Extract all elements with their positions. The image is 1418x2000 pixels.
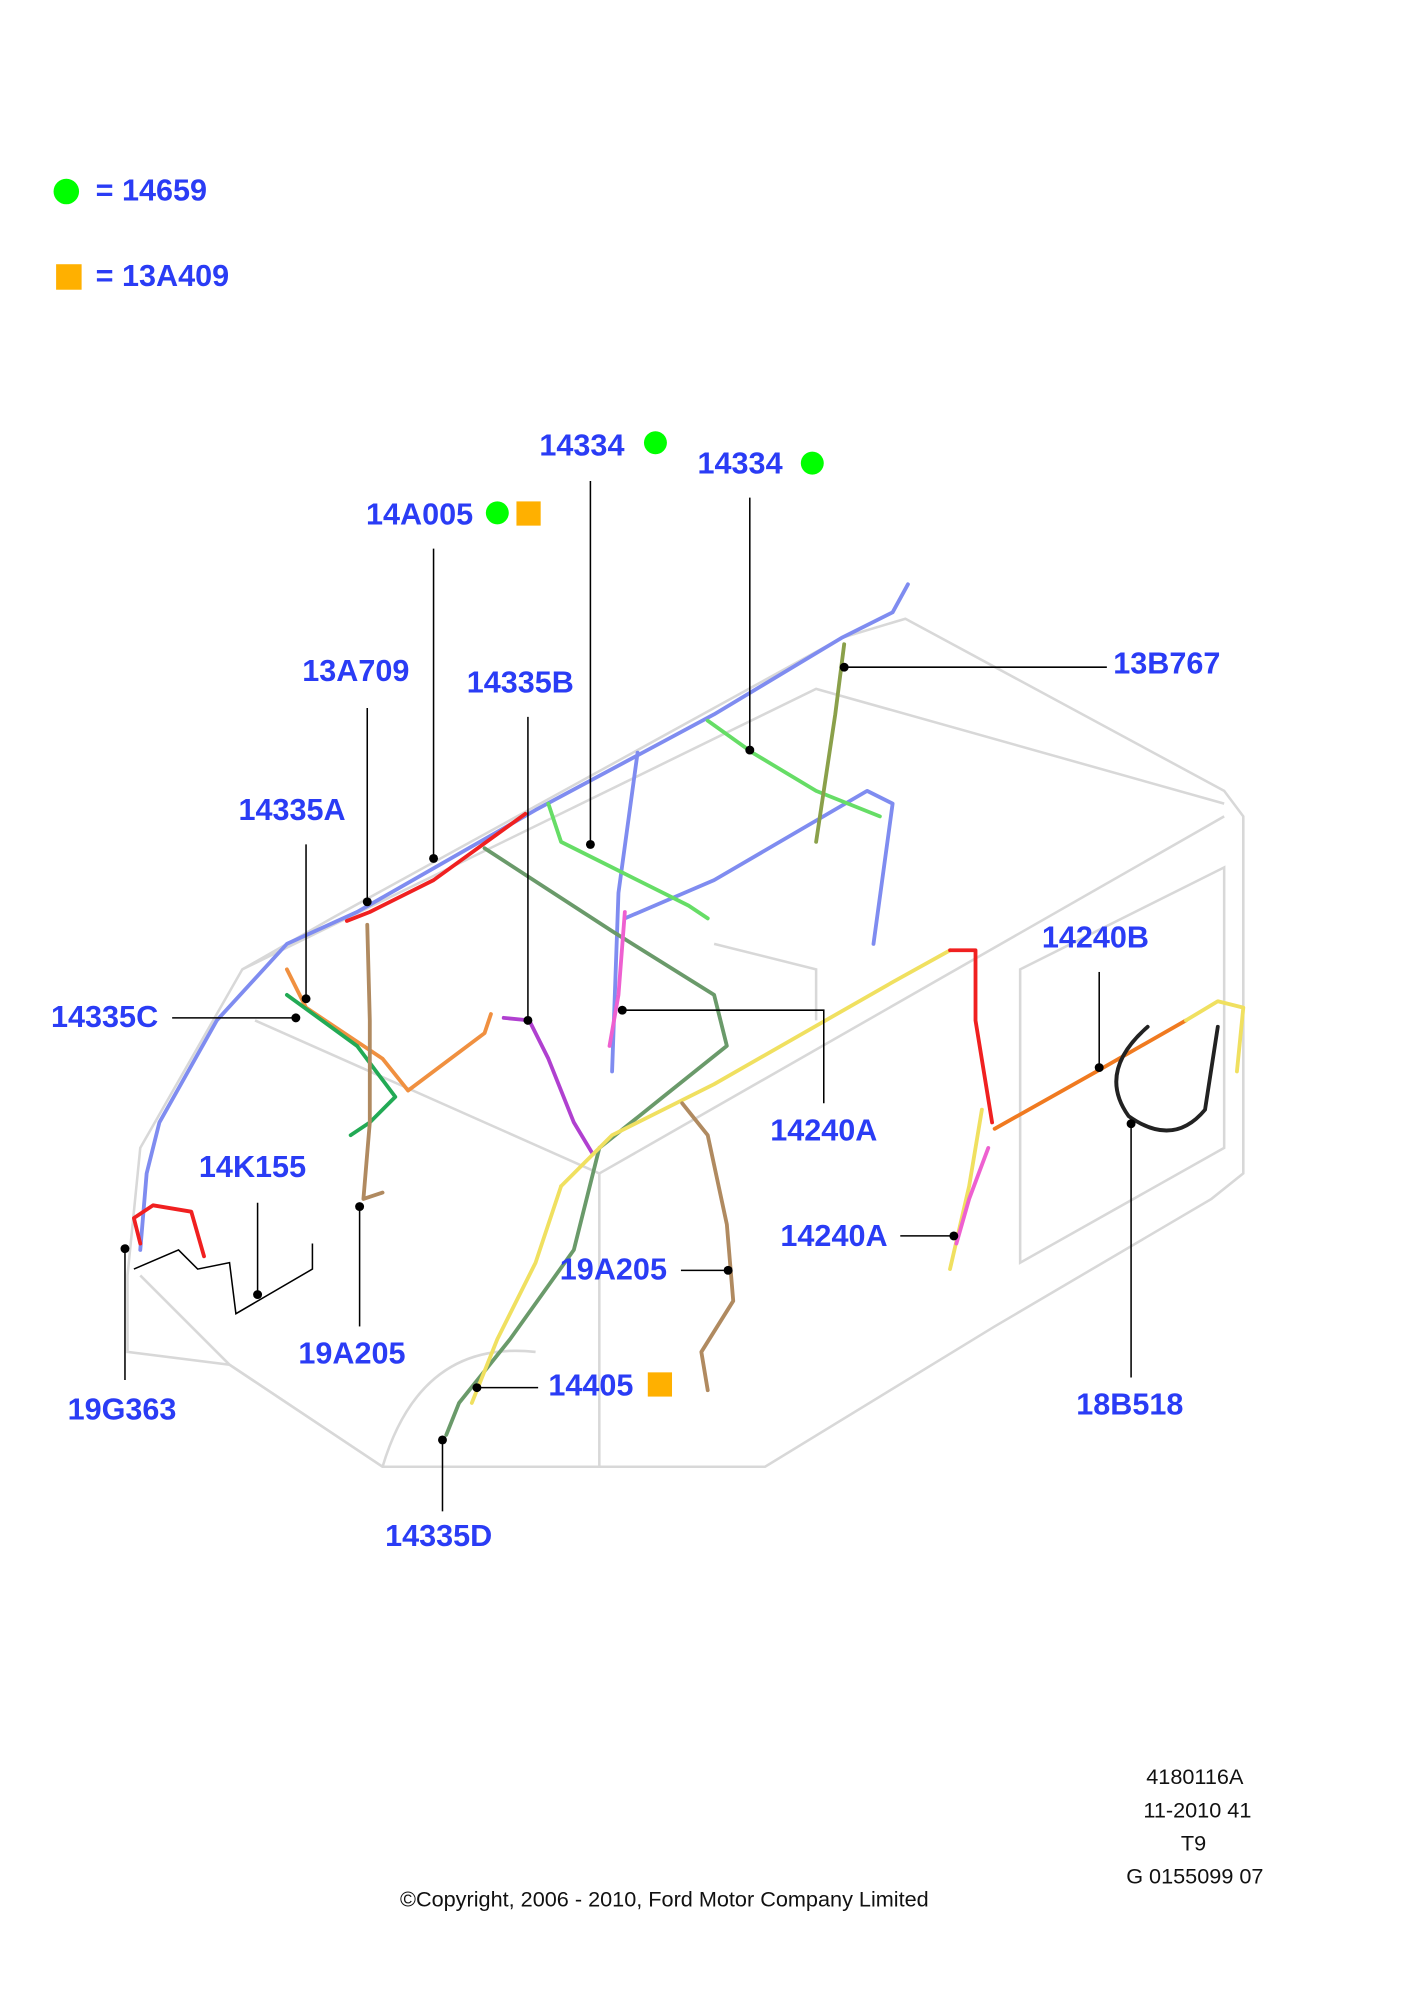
label-14A005: 14A005: [366, 497, 473, 531]
green-circle-icon: [643, 431, 667, 455]
vehicle-body: [126, 617, 1245, 1468]
legend-13A409: = 13A409: [96, 259, 230, 293]
label-13A709: 13A709: [302, 654, 409, 688]
label-13B767: 13B767: [1113, 647, 1220, 681]
label-14334: 14334: [539, 428, 624, 462]
orange-square-icon: [516, 501, 541, 526]
green-circle-icon: [485, 501, 509, 525]
label-14335B: 14335B: [467, 666, 574, 700]
green-circle-icon: [53, 178, 80, 205]
green-circle-icon: [800, 451, 824, 475]
diagram-date: 11-2010 41: [1143, 1797, 1251, 1822]
diagram-model: T9: [1181, 1831, 1206, 1856]
copyright: ©Copyright, 2006 - 2010, Ford Motor Comp…: [400, 1887, 929, 1912]
label-14335A: 14335A: [238, 793, 345, 827]
legend-14659: = 14659: [96, 173, 207, 207]
part-labels: 14334 14334 14A005 13A709 14335B 13B767 …: [51, 428, 1220, 1552]
wires: [131, 582, 1246, 1437]
label-18B518: 18B518: [1076, 1387, 1183, 1421]
orange-square-icon: [56, 264, 82, 290]
label-14334: 14334: [698, 446, 783, 480]
label-14240B: 14240B: [1042, 921, 1149, 955]
orange-square-icon: [647, 1372, 673, 1397]
footer: 4180116A 11-2010 41 T9 G 0155099 07 ©Cop…: [400, 1764, 1263, 1911]
label-14335C: 14335C: [51, 1000, 158, 1034]
label-19A205: 19A205: [298, 1336, 405, 1370]
diagram-code: 4180116A: [1146, 1764, 1244, 1789]
label-14240A: 14240A: [780, 1219, 887, 1253]
label-14335D: 14335D: [385, 1519, 492, 1553]
label-14405: 14405: [548, 1368, 633, 1402]
label-14K155: 14K155: [199, 1150, 306, 1184]
label-19A205: 19A205: [560, 1252, 667, 1286]
legend: = 14659 = 13A409: [53, 173, 230, 293]
label-19G363: 19G363: [68, 1393, 177, 1427]
diagram-reference: G 0155099 07: [1126, 1864, 1263, 1889]
label-14240A: 14240A: [770, 1113, 877, 1147]
leader-lines: [120, 481, 1136, 1512]
